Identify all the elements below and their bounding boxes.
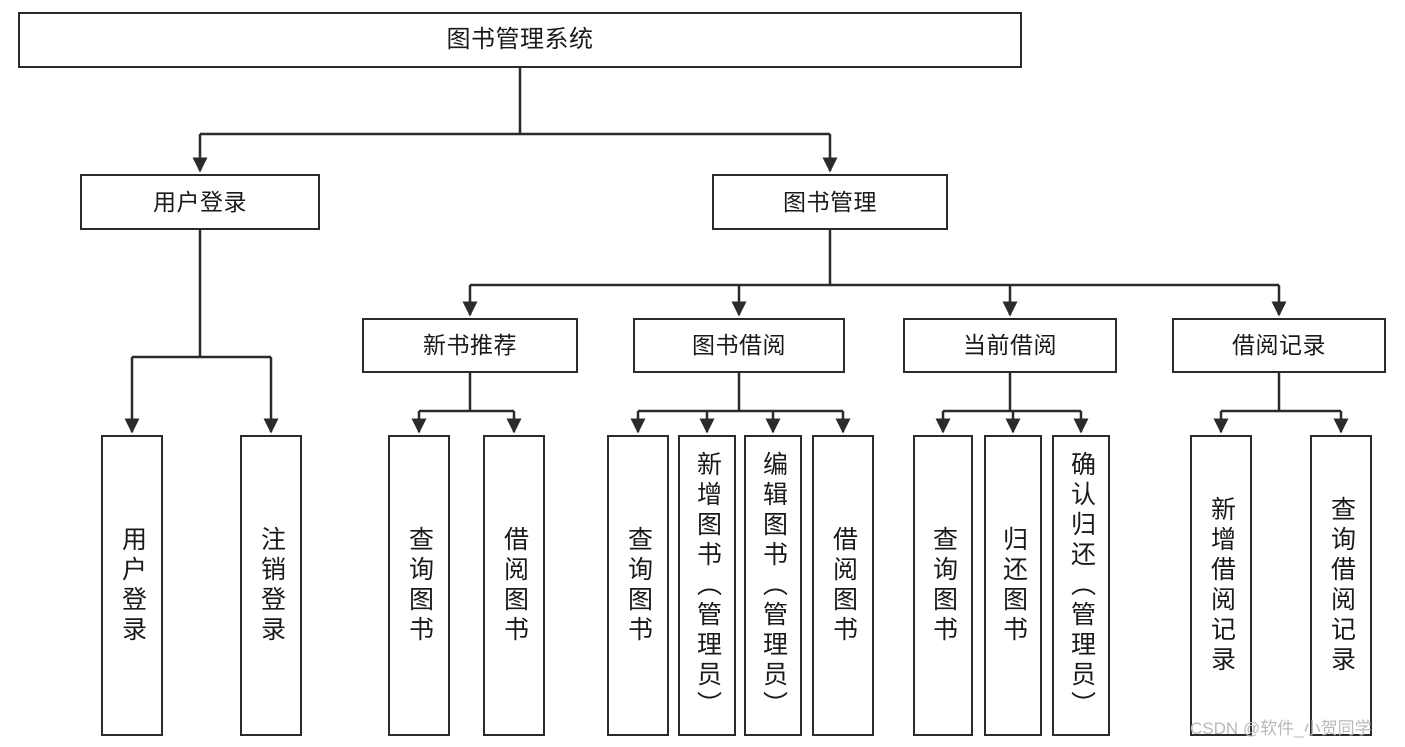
node-label: 注销登录: [257, 525, 286, 646]
node-leaf-user-login[interactable]: 用户登录: [101, 435, 163, 736]
node-leaf-borrow-book-2[interactable]: 借阅图书: [812, 435, 874, 736]
node-label: 编辑图书（管理员）: [759, 450, 788, 721]
node-loan-record[interactable]: 借阅记录: [1172, 318, 1386, 373]
node-label: 新书推荐: [423, 332, 517, 359]
node-user-login[interactable]: 用户登录: [80, 174, 320, 230]
node-leaf-edit-book[interactable]: 编辑图书（管理员）: [744, 435, 802, 736]
node-label: 查询图书: [929, 525, 958, 646]
node-leaf-borrow-book-1[interactable]: 借阅图书: [483, 435, 545, 736]
node-book-borrow[interactable]: 图书借阅: [633, 318, 845, 373]
node-label: 查询图书: [405, 525, 434, 646]
node-leaf-query-book-3[interactable]: 查询图书: [913, 435, 973, 736]
node-label: 当前借阅: [963, 332, 1057, 359]
node-label: 新增图书（管理员）: [693, 450, 722, 721]
node-label: 用户登录: [153, 188, 247, 215]
node-leaf-query-book-1[interactable]: 查询图书: [388, 435, 450, 736]
node-leaf-query-book-2[interactable]: 查询图书: [607, 435, 669, 736]
node-leaf-user-logout[interactable]: 注销登录: [240, 435, 302, 736]
node-leaf-return-book[interactable]: 归还图书: [984, 435, 1042, 736]
node-label: 归还图书: [999, 525, 1028, 646]
node-label: 借阅图书: [500, 525, 529, 646]
node-label: 用户登录: [118, 525, 147, 646]
node-leaf-query-record[interactable]: 查询借阅记录: [1310, 435, 1372, 736]
node-book-manage[interactable]: 图书管理: [712, 174, 948, 230]
node-label: 图书管理系统: [446, 26, 594, 54]
node-leaf-add-record[interactable]: 新增借阅记录: [1190, 435, 1252, 736]
node-label: 查询图书: [624, 525, 653, 646]
node-label: 借阅记录: [1232, 332, 1326, 359]
node-new-book-rec[interactable]: 新书推荐: [362, 318, 578, 373]
node-root[interactable]: 图书管理系统: [18, 12, 1022, 68]
node-label: 新增借阅记录: [1207, 495, 1236, 676]
node-label: 确认归还（管理员）: [1067, 450, 1096, 721]
node-leaf-add-book[interactable]: 新增图书（管理员）: [678, 435, 736, 736]
node-label: 查询借阅记录: [1327, 495, 1356, 676]
node-label: 图书借阅: [692, 332, 786, 359]
node-current-loan[interactable]: 当前借阅: [903, 318, 1117, 373]
node-label: 图书管理: [783, 188, 877, 215]
node-label: 借阅图书: [829, 525, 858, 646]
watermark: CSDN @软件_小贺同学: [1190, 719, 1372, 738]
node-leaf-confirm-ret[interactable]: 确认归还（管理员）: [1052, 435, 1110, 736]
